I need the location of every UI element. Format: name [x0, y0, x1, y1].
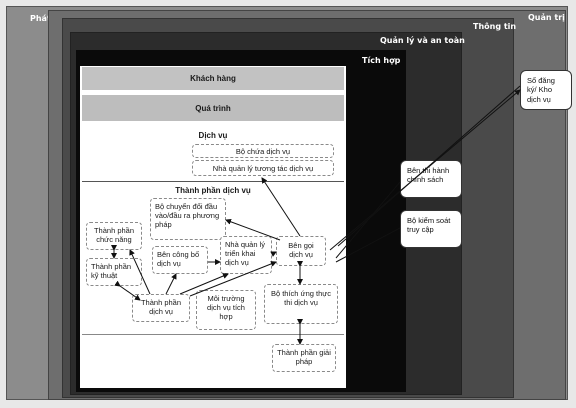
band-dich-vu: Dịch vụ — [82, 127, 344, 145]
box-bo-chua-dich-vu: Bộ chứa dịch vụ — [192, 144, 334, 158]
band-qua-trinh: Quá trình — [82, 95, 344, 121]
arrow-nha-ql-trien-khai-to-ben-goi — [270, 251, 277, 257]
layer-label-tich-hop: Tích hợp — [362, 56, 401, 65]
arrow-tp-dich-vu-to-ben-cong-bo — [165, 273, 177, 295]
arrow-ben-goi-to-dich-vu — [261, 177, 301, 237]
box-ben-cong-bo: Bên công bố dịch vụ — [152, 246, 208, 274]
arrow-tp-dich-vu-to-ben-goi — [189, 261, 277, 297]
band-thanh-phan-dich-vu: Thành phần dịch vụ — [82, 184, 344, 196]
arrow-to-so-dang-ky-2 — [337, 85, 521, 247]
arrow-ky-thuat-to-tp-dich-vu — [114, 280, 141, 301]
callout-so-dang-ky: Sổ đăng ký/ Kho dịch vụ — [520, 70, 572, 110]
arrow-to-bo-kiem-soat — [335, 227, 401, 263]
arrow-to-ben-thi-hanh — [335, 181, 401, 259]
divider-line — [82, 181, 344, 182]
band-khach-hang: Khách hàng — [82, 67, 344, 90]
callout-ben-thi-hanh: Bên thi hành chính sách — [400, 160, 462, 198]
divider-line-bottom — [82, 334, 344, 335]
box-thanh-phan-giai-phap: Thành phần giải pháp — [272, 344, 336, 372]
box-moi-truong: Môi trường dịch vụ tích hợp — [196, 290, 256, 330]
arrow-ben-goi-to-bo-chuyen-doi — [225, 218, 281, 241]
layer-label-thong-tin: Thông tin — [473, 22, 517, 31]
arrow-tp-dich-vu-to-chuc-nang — [129, 249, 151, 295]
layer-label-quan-tri: Quản trị — [528, 13, 565, 22]
layer-label-quan-ly-an-toan: Quản lý và an toàn — [380, 36, 465, 45]
arrow-tp-dich-vu-to-trien-khai — [179, 273, 229, 295]
box-nha-quan-ly-trien-khai: Nhà quản lý triển khai dịch vụ — [220, 236, 272, 274]
box-bo-thich-ung: Bộ thích ứng thực thi dịch vụ — [264, 284, 338, 324]
box-thanh-phan-dich-vu: Thành phần dịch vụ — [132, 294, 190, 322]
box-nha-quan-ly-tuong-tac: Nhà quản lý tương tác dịch vụ — [192, 160, 334, 176]
callout-bo-kiem-soat: Bộ kiểm soát truy cập — [400, 210, 462, 248]
